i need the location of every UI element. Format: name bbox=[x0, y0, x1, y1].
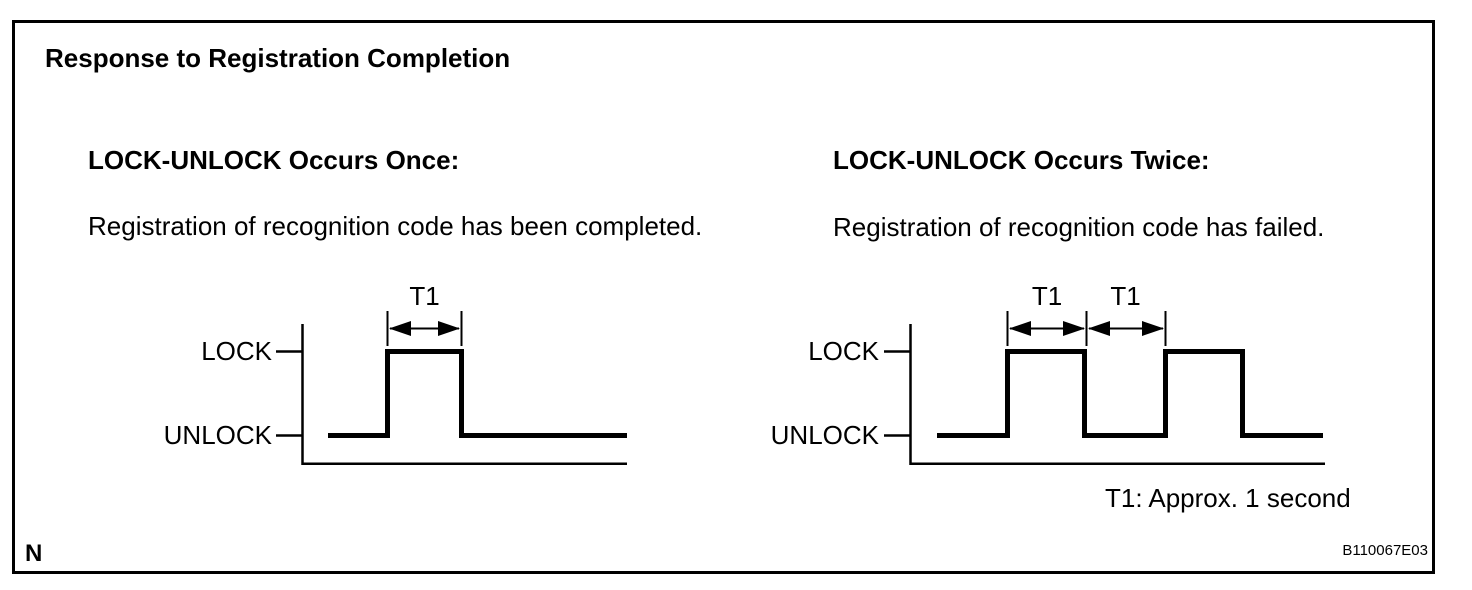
t1-definition-note: T1: Approx. 1 second bbox=[1105, 483, 1351, 513]
left-panel-heading: LOCK-UNLOCK Occurs Once: bbox=[88, 145, 460, 175]
right-t1-label-2: T1 bbox=[1110, 281, 1141, 311]
right-t1-arrowhead-2-right bbox=[1142, 321, 1164, 336]
right-axis-lines bbox=[909, 324, 1325, 465]
right-diagram bbox=[884, 311, 1325, 465]
right-lock-label: LOCK bbox=[808, 336, 879, 366]
right-t1-dimension bbox=[1006, 311, 1167, 346]
left-axis-lines bbox=[301, 324, 627, 465]
right-waveform bbox=[937, 349, 1323, 438]
right-panel-description: Registration of recognition code has fai… bbox=[833, 212, 1325, 242]
figure-title: Response to Registration Completion bbox=[45, 43, 511, 73]
right-t1-arrowhead-1-left bbox=[1009, 321, 1031, 336]
figure-code: B110067E03 bbox=[1342, 542, 1428, 559]
left-t1-dimension bbox=[386, 311, 463, 346]
figure-border bbox=[12, 20, 1435, 574]
left-lock-label: LOCK bbox=[201, 336, 272, 366]
right-panel-heading: LOCK-UNLOCK Occurs Twice: bbox=[833, 145, 1210, 175]
left-t1-arrowhead-left bbox=[389, 321, 411, 336]
left-waveform bbox=[328, 349, 627, 438]
left-panel-description: Registration of recognition code has bee… bbox=[88, 211, 703, 241]
right-t1-arrowhead-2-left bbox=[1088, 321, 1110, 336]
right-t1-arrowhead-1-right bbox=[1063, 321, 1085, 336]
right-unlock-label: UNLOCK bbox=[770, 420, 879, 450]
right-t1-label-1: T1 bbox=[1031, 281, 1063, 311]
left-diagram bbox=[276, 311, 627, 465]
left-t1-arrowhead-right bbox=[438, 321, 460, 336]
left-unlock-label: UNLOCK bbox=[163, 420, 272, 450]
left-t1-label: T1 bbox=[409, 281, 440, 311]
footer-marker: N bbox=[25, 540, 43, 567]
